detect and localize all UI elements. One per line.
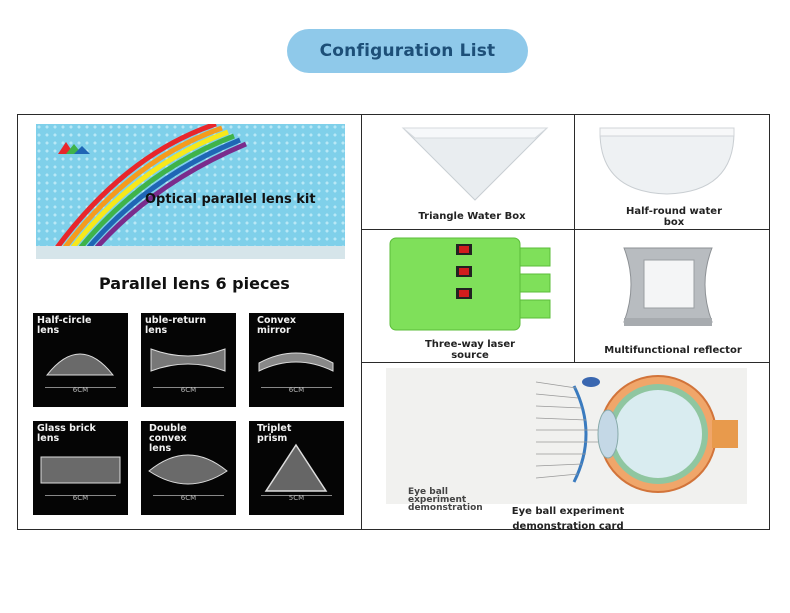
triangle-water-box-image bbox=[401, 127, 549, 201]
configuration-frame bbox=[17, 114, 770, 530]
laser-caption-line2: source bbox=[451, 350, 489, 361]
half-circle-lens-icon bbox=[45, 353, 115, 376]
divider-vertical-main bbox=[361, 114, 362, 530]
size-ruler bbox=[153, 387, 224, 388]
lens-size: 5CM bbox=[288, 494, 305, 502]
lens-label: Glass brick lens bbox=[37, 423, 96, 444]
multifunctional-reflector-image bbox=[623, 247, 713, 326]
lens-label: Triplet prism bbox=[257, 423, 292, 444]
laser-caption-line1: Three-way laser bbox=[424, 339, 516, 350]
title-banner: Configuration List bbox=[287, 29, 528, 73]
double-convex-lens-icon bbox=[148, 454, 228, 485]
box-side-shade bbox=[36, 246, 345, 259]
eyeball-overlay-line2: experiment bbox=[408, 495, 467, 505]
size-ruler bbox=[261, 495, 332, 496]
laser-source-image bbox=[389, 237, 551, 331]
pieces-heading: Parallel lens 6 pieces bbox=[99, 274, 290, 293]
lens-size: 6CM bbox=[180, 494, 197, 502]
lens-label: Convex mirror bbox=[257, 315, 297, 336]
lens-size: 6CM bbox=[72, 386, 89, 394]
lens-kit-box-image bbox=[36, 124, 345, 259]
eyeball-overlay-line3: demonstration bbox=[408, 503, 483, 513]
half-round-caption-line2: box bbox=[663, 217, 685, 228]
lens-tile-half-circle: Half-circle lens 6CM bbox=[33, 313, 128, 407]
eyeball-overlay-text: Eye ball experiment demonstration bbox=[408, 487, 483, 513]
size-ruler bbox=[45, 495, 116, 496]
divider-vertical-right bbox=[574, 114, 575, 362]
lens-tile-double-convex: Double convex lens 6CM bbox=[141, 421, 236, 515]
divider-row-2 bbox=[361, 362, 770, 363]
lens-size: 6CM bbox=[180, 386, 197, 394]
lens-label: Half-circle lens bbox=[37, 315, 92, 336]
eyeball-overlay-line1: Eye ball bbox=[408, 487, 448, 497]
size-ruler bbox=[153, 495, 224, 496]
triangle-prism-icon bbox=[264, 443, 328, 492]
lens-size: 6CM bbox=[288, 386, 305, 394]
page-title: Configuration List bbox=[319, 41, 496, 61]
half-round-water-box-image bbox=[599, 127, 735, 195]
glass-brick-icon bbox=[40, 456, 121, 484]
lens-tile-double-concave: uble-return lens 6CM bbox=[141, 313, 236, 407]
rainbow-graphic bbox=[53, 124, 247, 256]
lens-tile-glass-brick: Glass brick lens 6CM bbox=[33, 421, 128, 515]
lens-size: 6CM bbox=[72, 494, 89, 502]
lens-tile-triplet-prism: Triplet prism 5CM bbox=[249, 421, 344, 515]
eyeball-diagram bbox=[535, 375, 738, 493]
convex-mirror-icon bbox=[258, 352, 334, 372]
divider-row-1 bbox=[361, 229, 770, 230]
half-round-caption-line1: Half-round water bbox=[625, 206, 723, 217]
double-concave-lens-icon bbox=[150, 348, 226, 372]
lens-tile-convex-mirror: Convex mirror 6CM bbox=[249, 313, 344, 407]
eyeball-caption-line1: Eye ball experiment bbox=[511, 506, 625, 517]
kit-box-text: Optical parallel lens kit bbox=[145, 192, 316, 207]
lens-label: Double convex lens bbox=[149, 423, 187, 454]
triangle-water-box-caption: Triangle Water Box bbox=[418, 211, 526, 222]
eyeball-card-image bbox=[386, 368, 747, 504]
eyeball-caption-line2: demonstration card bbox=[512, 521, 624, 532]
size-ruler bbox=[45, 387, 116, 388]
reflector-caption: Multifunctional reflector bbox=[604, 345, 742, 356]
lens-label: uble-return lens bbox=[145, 315, 207, 336]
size-ruler bbox=[261, 387, 332, 388]
